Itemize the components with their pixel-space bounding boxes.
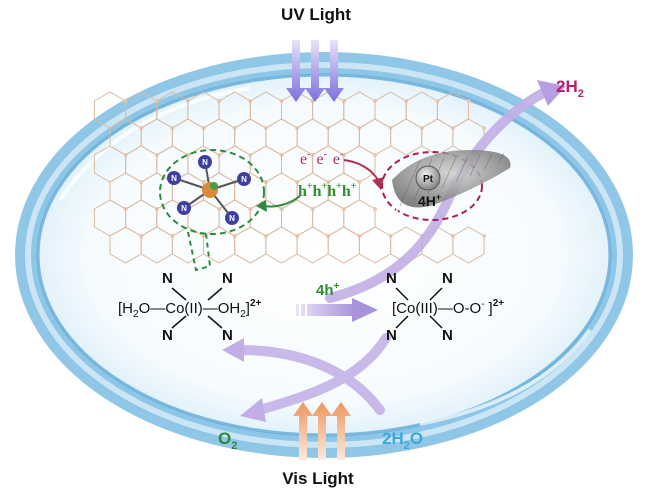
rgo-mesh-line bbox=[399, 159, 421, 207]
vis-light-label: Vis Light bbox=[282, 469, 354, 488]
n-atom-label: N bbox=[241, 175, 247, 184]
ligand-n-bottom-left: N bbox=[162, 327, 173, 344]
co-molecule: N N N N N bbox=[167, 155, 251, 225]
n-atom-label: N bbox=[229, 214, 235, 223]
water-label: 2H2O bbox=[382, 429, 423, 452]
electrons-label: e-e-e- bbox=[300, 149, 343, 168]
o2-arrow-head bbox=[240, 398, 266, 422]
n-atom-label: N bbox=[202, 158, 208, 167]
electron-transfer-arrow bbox=[343, 159, 379, 181]
uv-light-label: UV Light bbox=[281, 5, 351, 24]
co-ii-complex: N N N N [H2O—Co(II)—OH2]2+ bbox=[118, 270, 262, 344]
lattice-atom bbox=[357, 180, 362, 184]
h2-evolution-arrow bbox=[325, 87, 550, 303]
n-atom-label: N bbox=[171, 174, 177, 183]
carbon-nitride-lattice bbox=[93, 91, 487, 264]
holes-label: h+h+h+h+ bbox=[298, 181, 357, 200]
ligand-n-bottom-right: N bbox=[442, 327, 453, 344]
o2-label: O2 bbox=[218, 429, 237, 452]
hole-transfer-small-arrow bbox=[263, 195, 301, 208]
electron-arrow-head bbox=[372, 177, 384, 190]
co-site-pointer bbox=[187, 231, 212, 272]
rgo-site-highlight bbox=[381, 151, 483, 221]
hole-transfer-arrow bbox=[296, 298, 378, 322]
rgo-mesh-line bbox=[497, 152, 505, 165]
uv-light-arrows bbox=[286, 40, 344, 102]
rgo-mesh-line bbox=[455, 155, 469, 183]
ligand-n-bottom-right: N bbox=[222, 327, 233, 344]
co-ii-formula: [H2O—Co(II)—OH2]2+ bbox=[118, 298, 262, 320]
rgo-mesh-line bbox=[441, 156, 457, 189]
ligand-n-top-right: N bbox=[442, 270, 453, 287]
n-atom-label: N bbox=[181, 204, 187, 213]
water-arrow-head bbox=[222, 338, 244, 362]
ligand-n-bottom-left: N bbox=[386, 327, 397, 344]
holes-transfer-label: 4h+ bbox=[316, 281, 340, 299]
lattice-atom bbox=[373, 207, 377, 211]
ligand-n-top-left: N bbox=[162, 270, 173, 287]
co-iii-complex: N N N N [Co(III)—O-O-]2+ bbox=[386, 270, 504, 344]
o2-release-arrow bbox=[255, 333, 391, 415]
lattice-atom bbox=[466, 99, 471, 103]
co-iii-formula: [Co(III)—O-O-]2+ bbox=[392, 298, 504, 317]
rgo-sheet bbox=[392, 150, 511, 208]
lattice-atom bbox=[482, 126, 487, 130]
pt-label: Pt bbox=[423, 174, 434, 185]
rgo-mesh-line bbox=[469, 154, 481, 177]
rgo-mesh-line bbox=[483, 153, 493, 171]
vis-light-arrows bbox=[293, 402, 351, 460]
protons-label: 4H+ bbox=[418, 192, 441, 209]
hole-arrow-head bbox=[256, 200, 267, 212]
lattice-atom bbox=[373, 153, 377, 157]
water-oxidation-arrow bbox=[235, 345, 385, 415]
ligand-n-top-right: N bbox=[222, 270, 233, 287]
h2-product-label: 2H2 bbox=[556, 77, 584, 100]
lattice-ring bbox=[452, 226, 485, 264]
co-site-highlight bbox=[159, 149, 265, 235]
ligand-n-top-left: N bbox=[386, 270, 397, 287]
pt-particle bbox=[415, 165, 441, 191]
rgo-label: rGO bbox=[391, 205, 413, 217]
lattice-atom bbox=[482, 234, 487, 238]
h2-arrow-head bbox=[537, 80, 566, 106]
